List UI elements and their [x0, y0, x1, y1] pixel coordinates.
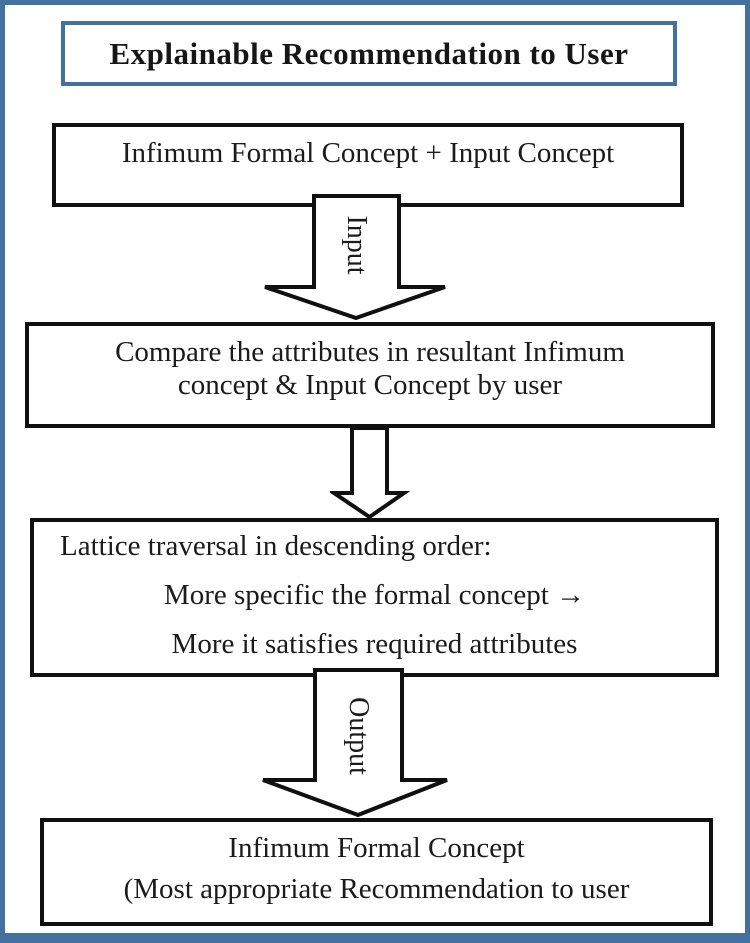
flow-box-text-line: More it satisfies required attributes [171, 628, 578, 660]
flow-box-text-line: concept & Input Concept by user [177, 369, 563, 401]
diagram-title: Explainable Recommendation to User [109, 35, 629, 71]
flow-box-text-line: Compare the attributes in resultant Infi… [115, 336, 625, 368]
input-arrow-label: Input [341, 215, 372, 275]
output-arrow [262, 668, 448, 818]
input-arrow [264, 194, 446, 321]
diagram-title-box: Explainable Recommendation to User [61, 21, 677, 86]
flow-box-compare-attributes: Compare the attributes in resultant Infi… [25, 322, 715, 428]
flow-box-text-line: More specific the formal concept → [163, 579, 586, 611]
down-arrow [330, 426, 410, 520]
flow-box-text-line: (Most appropriate Recommendation to user [123, 873, 630, 905]
flow-box-lattice-traversal: Lattice traversal in descending order: M… [30, 518, 719, 677]
flow-box-text: Infimum Formal Concept + Input Concept [121, 137, 615, 169]
flow-box-infimum-result: Infimum Formal Concept (Most appropriate… [40, 818, 713, 926]
output-arrow-label: Output [343, 697, 374, 775]
flow-box-text-line: Lattice traversal in descending order: [60, 530, 492, 562]
flow-box-text-line: Infimum Formal Concept [228, 832, 525, 864]
